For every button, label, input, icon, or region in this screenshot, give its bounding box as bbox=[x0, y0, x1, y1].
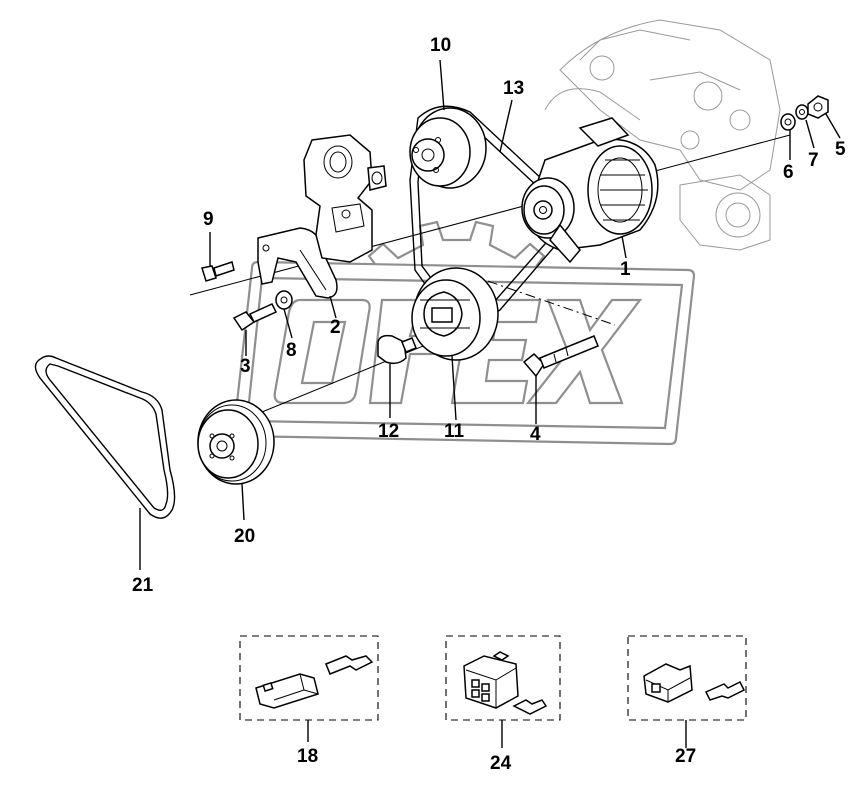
callout-27: 27 bbox=[675, 746, 697, 767]
leader-2 bbox=[329, 295, 337, 319]
callout-13: 13 bbox=[503, 78, 525, 99]
callout-3: 3 bbox=[240, 356, 251, 377]
alternator-1 bbox=[521, 117, 659, 264]
bracket-2 bbox=[257, 227, 338, 299]
crank-pulley-20 bbox=[197, 399, 275, 521]
watermark-letter-x bbox=[525, 298, 643, 405]
connector-kit-27 bbox=[627, 635, 747, 748]
leader-13 bbox=[499, 99, 513, 153]
bolt-4 bbox=[522, 335, 599, 424]
belt-21 bbox=[34, 355, 176, 570]
pulley-10 bbox=[409, 107, 487, 189]
callout-11: 11 bbox=[444, 421, 465, 442]
leader-11 bbox=[451, 355, 457, 421]
callout-24: 24 bbox=[490, 753, 512, 774]
washer-8 bbox=[275, 290, 293, 339]
bolt-12 bbox=[377, 334, 417, 418]
axis-line-upper bbox=[189, 134, 791, 296]
callout-10: 10 bbox=[430, 35, 452, 56]
leader-1 bbox=[621, 235, 627, 259]
bolt-3 bbox=[232, 303, 278, 356]
callout-20: 20 bbox=[234, 526, 256, 547]
watermark-letter-e bbox=[450, 298, 542, 405]
callout-1: 1 bbox=[620, 259, 631, 280]
callout-18: 18 bbox=[297, 746, 319, 767]
engine-housing bbox=[544, 19, 781, 251]
leader-10 bbox=[439, 59, 445, 111]
callout-2: 2 bbox=[330, 317, 341, 338]
nut-5 bbox=[807, 95, 841, 139]
watermark-frame-inner bbox=[245, 276, 684, 430]
callout-9: 9 bbox=[203, 209, 214, 230]
callout-5: 5 bbox=[835, 139, 846, 160]
callout-7: 7 bbox=[808, 150, 819, 171]
connector-kit-24 bbox=[445, 635, 561, 748]
connector-kit-18 bbox=[239, 635, 379, 742]
callout-8: 8 bbox=[286, 340, 297, 361]
bolt-9 bbox=[201, 232, 235, 282]
callout-6: 6 bbox=[783, 162, 794, 183]
callout-12: 12 bbox=[378, 421, 400, 442]
axis-line-lower bbox=[261, 334, 451, 413]
callout-4: 4 bbox=[530, 424, 541, 445]
pulley-11 bbox=[411, 267, 499, 361]
callout-21: 21 bbox=[132, 575, 154, 596]
washer-6 bbox=[780, 113, 796, 160]
mount-block bbox=[303, 134, 387, 263]
